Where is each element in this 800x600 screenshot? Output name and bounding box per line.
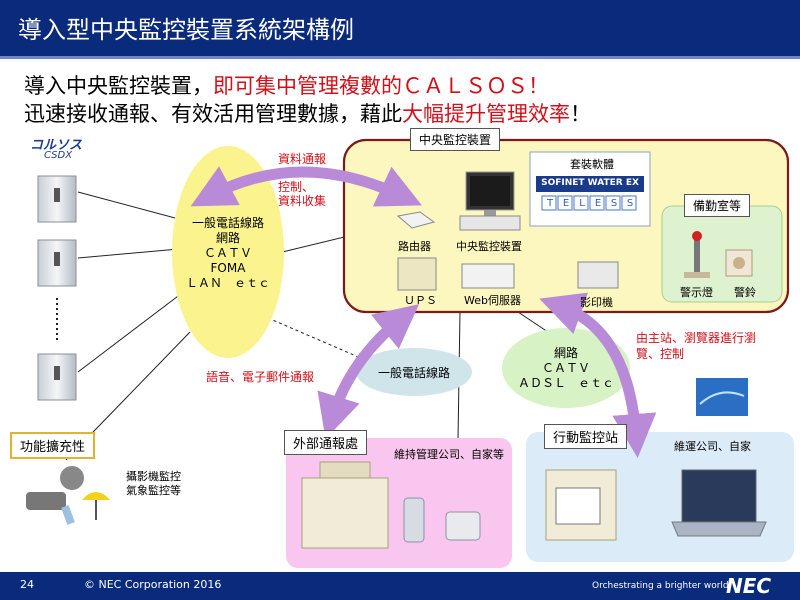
mobile-tab: 行動監控站	[544, 424, 628, 449]
web-server-label: Web伺服器	[464, 294, 521, 307]
title-divider	[0, 56, 800, 59]
subtitle-line-2-text: 迅速接收通報、有效活用管理數據，藉此	[24, 102, 402, 126]
calsos-model: CSDX	[44, 150, 73, 161]
mobile-desc: 維運公司、自家	[674, 440, 751, 453]
page-title: 導入型中央監控裝置系統架構例	[18, 16, 354, 44]
label-voice-email: 語音、電子郵件通報	[206, 370, 315, 384]
network-type: ＡＤＳＬ ｅｔｃ	[517, 376, 614, 390]
center-box-tab: 中央監控裝置	[410, 128, 501, 151]
label-data-report: 資料通報	[278, 152, 327, 166]
alarm-bell-label: 警鈴	[734, 286, 756, 299]
external-desc: 維持管理公司、自家等	[394, 448, 504, 461]
warning-light-label: 警示燈	[680, 286, 713, 299]
telecom-letter: E	[562, 198, 570, 209]
telecom-letter: S	[626, 198, 634, 209]
telecom-letter: L	[579, 198, 585, 209]
label-browser-control: 由主站、瀏覽器進行瀏 覽、控制	[636, 331, 757, 361]
software-label: 套裝軟體	[570, 158, 614, 171]
ups-label: ＵＰＳ	[404, 294, 437, 307]
subtitle-line-1-text: 導入中央監控裝置，	[24, 74, 213, 98]
network-types: 一般電話線路 網路 ＣＡＴＶ FOMA ＬＡＮ ｅｔｃ	[172, 216, 284, 291]
printer-label: 影印機	[580, 296, 613, 309]
telecom-letter: S	[610, 198, 618, 209]
telecom-letter: E	[594, 198, 602, 209]
calsos-brand-logo: コルソス	[30, 138, 83, 153]
page-number: 24	[20, 578, 34, 591]
label-control-collection: 控制、 資料收集	[278, 180, 327, 208]
subtitle-line-2-highlight: 大幅提升管理效率	[402, 102, 570, 126]
network-type: 一般電話線路	[191, 216, 264, 230]
subtitle-line-2-end: ！	[570, 102, 591, 126]
duty-room-tab: 備勤室等	[684, 194, 751, 217]
network-type: ＣＡＴＶ	[203, 246, 252, 260]
network-type: 網路	[553, 346, 578, 360]
nec-logo: NEC	[726, 574, 772, 598]
calsos-devices	[37, 175, 77, 401]
telecom-letters: T E L E S S	[542, 198, 638, 209]
slogan: Orchestrating a brighter world	[592, 581, 729, 591]
telecom-letter: T	[546, 198, 554, 209]
general-line-label: 一般電話線路	[377, 366, 450, 380]
subtitle-line-1: 導入中央監控裝置，即可集中管理複數的ＣＡＬＳＯＳ！	[24, 70, 549, 100]
software-logo: SOFINET WATER EX	[541, 178, 639, 188]
network-type: 網路	[215, 231, 240, 245]
expansion-tab: 功能擴充性	[10, 432, 96, 459]
copyright: © NEC Corporation 2016	[84, 578, 222, 591]
external-tab: 外部通報處	[284, 430, 368, 455]
footer: 24 © NEC Corporation 2016 Orchestrating …	[0, 572, 800, 600]
telecom-letter-boxes	[541, 195, 637, 211]
subtitle-line-2: 迅速接收通報、有效活用管理數據，藉此大幅提升管理效率！	[24, 98, 591, 128]
network-type: ＬＡＮ ｅｔｃ	[185, 276, 270, 290]
expansion-desc: 攝影機監控 氣象監控等	[126, 470, 181, 497]
controller-label: 中央監控裝置	[456, 240, 522, 253]
title-bar: 導入型中央監控裝置系統架構例	[0, 0, 800, 56]
router-label: 路由器	[398, 240, 431, 253]
mobile-network-types: 網路 ＣＡＴＶ ＡＤＳＬ ｅｔｃ	[512, 346, 620, 391]
network-type: ＣＡＴＶ	[541, 361, 590, 375]
network-type: FOMA	[210, 261, 246, 275]
subtitle-line-1-highlight: 即可集中管理複數的ＣＡＬＳＯＳ！	[213, 74, 549, 98]
